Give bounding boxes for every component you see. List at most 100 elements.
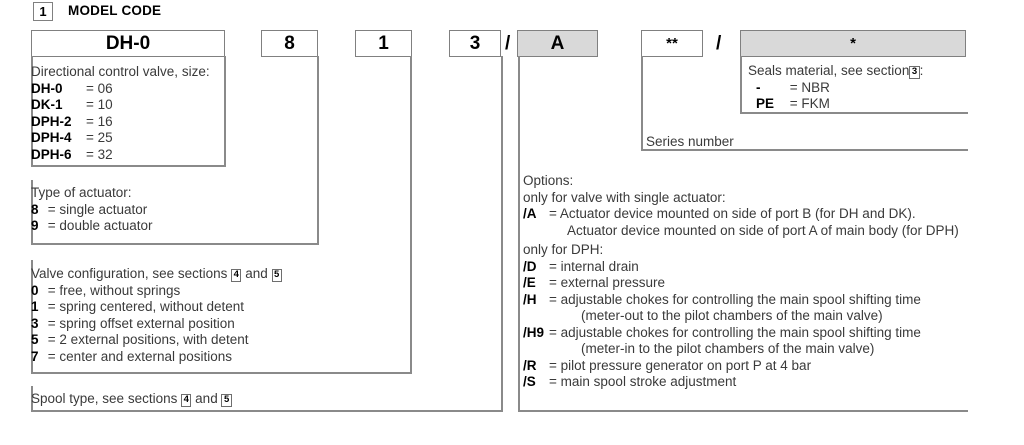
configuration-key-0: 0 <box>31 282 39 298</box>
options-title: Options: <box>523 173 574 188</box>
size-eq-4: = <box>86 146 94 162</box>
options-key-a: /A <box>523 206 537 221</box>
spool-title-mid: and <box>195 391 218 406</box>
size-eq-3: = <box>86 130 94 145</box>
configuration-value-4: center and external positions <box>59 348 233 364</box>
configuration-row: 5 = 2 external positions, with detent <box>31 332 282 349</box>
options-row: Actuator device mounted on side of port … <box>523 223 959 240</box>
configuration-eq-4: = <box>47 348 56 364</box>
options-value-h9: adjustable chokes for controlling the ma… <box>560 324 921 340</box>
size-eq-0: = <box>86 80 94 96</box>
bracket-rule-seals <box>740 112 968 114</box>
actuator-title: Type of actuator: <box>31 185 132 200</box>
seals-row: - = NBR <box>748 80 923 97</box>
slash-separator-2: / <box>716 33 722 54</box>
size-row: DK-1= 10 <box>31 97 210 114</box>
configuration-block-text: Valve configuration, see sections 4 and … <box>31 266 282 365</box>
bracket-line-actuator-right <box>317 56 319 244</box>
options-eq-r: = <box>549 357 557 373</box>
seals-row: PE = FKM <box>748 96 923 113</box>
options-value-h: adjustable chokes for controlling the ma… <box>560 291 921 307</box>
series-block-text: Series number <box>646 134 734 151</box>
section-ref-3-icon: 3 <box>909 65 920 79</box>
code-box-spool-type[interactable]: 3 <box>449 30 501 57</box>
options-eq-e: = <box>549 275 557 290</box>
actuator-row: 8 = single actuator <box>31 202 153 219</box>
options-row: /H9= adjustable chokes for controlling t… <box>523 325 959 342</box>
bracket-line-seals <box>740 56 742 113</box>
options-row: /D= internal drain <box>523 259 959 276</box>
size-value-2: 16 <box>97 113 113 129</box>
section-ref-4-icon: 4 <box>181 393 192 407</box>
options-row: /A= Actuator device mounted on side of p… <box>523 206 959 223</box>
bracket-line-spool <box>31 386 33 411</box>
actuator-value-0: single actuator <box>59 201 148 217</box>
spool-block-text: Spool type, see sections 4 and 5 <box>31 391 232 408</box>
bracket-line-actuator <box>31 180 33 244</box>
section-ref-4-icon: 4 <box>231 268 242 282</box>
section-ref-5-icon: 5 <box>221 393 232 407</box>
size-title: Directional control valve, size: <box>31 64 210 79</box>
configuration-key-3: 5 <box>31 332 39 347</box>
size-value-1: 10 <box>97 97 113 112</box>
configuration-eq-2: = <box>47 315 56 331</box>
size-row: DPH-6= 32 <box>31 147 210 164</box>
bracket-rule-spool <box>31 410 503 412</box>
seals-eq-nbr: = <box>789 79 798 95</box>
configuration-value-3: 2 external positions, with detent <box>59 332 249 347</box>
bracket-line-size-right <box>224 56 226 167</box>
configuration-title: Valve configuration, see sections 4 and … <box>31 266 282 283</box>
code-box-seals-material[interactable]: * <box>740 30 966 57</box>
code-box-options[interactable]: A <box>517 30 598 57</box>
options-row: /E= external pressure <box>523 275 959 292</box>
options-value-h9-cont: (meter-in to the pilot chambers of the m… <box>581 341 875 356</box>
configuration-key-1: 1 <box>31 299 39 314</box>
seals-key-fkm: PE <box>756 96 775 111</box>
options-row: (meter-in to the pilot chambers of the m… <box>523 341 959 358</box>
seals-eq-fkm: = <box>789 96 798 111</box>
seals-value-fkm: FKM <box>801 96 830 111</box>
code-box-valve-configuration[interactable]: 1 <box>355 30 412 57</box>
configuration-value-1: spring centered, without detent <box>59 299 245 314</box>
configuration-title-pre: Valve configuration, see sections <box>31 266 228 281</box>
options-block-text: Options: only for valve with single actu… <box>523 173 959 391</box>
size-eq-1: = <box>86 97 94 112</box>
size-row: DPH-2= 16 <box>31 114 210 131</box>
options-key-d: /D <box>523 258 537 274</box>
options-eq-h: = <box>549 291 557 307</box>
bracket-line-spool-right <box>501 56 503 411</box>
options-row: (meter-out to the pilot chambers of the … <box>523 308 959 325</box>
code-box-actuator-type[interactable]: 8 <box>261 30 318 57</box>
series-title: Series number <box>646 134 734 149</box>
actuator-eq-1: = <box>47 218 56 233</box>
configuration-value-2: spring offset external position <box>59 315 235 331</box>
size-key-4: DPH-6 <box>31 146 72 162</box>
options-key-h9: /H9 <box>523 324 545 340</box>
bracket-rule-actuator <box>31 243 319 245</box>
actuator-key-0: 8 <box>31 201 39 217</box>
bracket-line-series <box>641 56 643 150</box>
actuator-row: 9 = double actuator <box>31 218 153 235</box>
options-eq-d: = <box>549 258 557 274</box>
configuration-row: 7 = center and external positions <box>31 349 282 366</box>
options-value-e: external pressure <box>560 275 665 290</box>
bracket-line-configuration-right <box>410 56 412 373</box>
size-value-3: 25 <box>97 130 113 145</box>
configuration-eq-3: = <box>47 332 56 347</box>
options-value-h-cont: (meter-out to the pilot chambers of the … <box>581 308 883 323</box>
size-row: DPH-4 = 25 <box>31 130 210 147</box>
code-box-series-number[interactable]: ** <box>641 30 703 57</box>
size-key-2: DPH-2 <box>31 113 72 129</box>
spool-title-pre: Spool type, see sections <box>31 391 178 406</box>
bracket-rule-size <box>31 165 226 167</box>
options-eq-s: = <box>549 374 557 389</box>
code-box-model-prefix[interactable]: DH-0 <box>31 30 225 57</box>
options-eq-a: = <box>549 206 557 221</box>
seals-title-post: : <box>919 63 924 78</box>
size-key-3: DPH-4 <box>31 130 72 145</box>
seals-value-nbr: NBR <box>801 79 830 95</box>
bracket-line-options <box>518 56 520 411</box>
section-ref-5-icon: 5 <box>271 268 282 282</box>
bracket-rule-series <box>641 149 968 151</box>
